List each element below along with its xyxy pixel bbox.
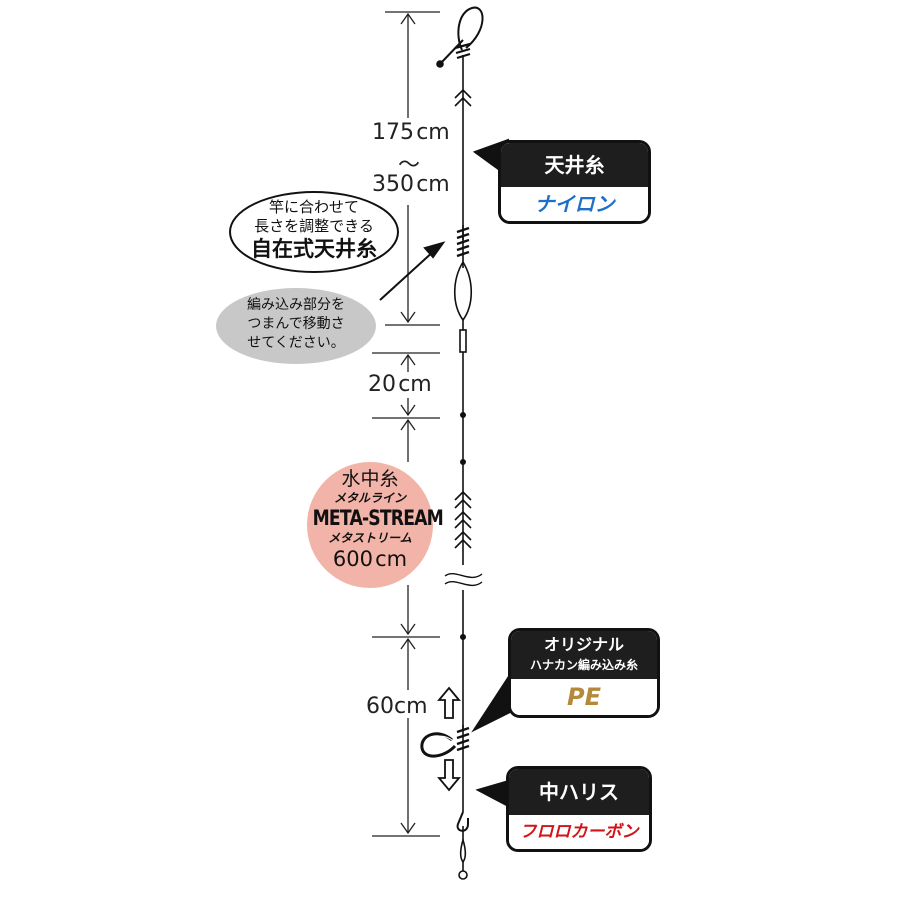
label-original-top1: オリジナル [543, 635, 624, 654]
main-line [420, 6, 484, 880]
adjustable-line3: 自在式天井糸 [251, 237, 377, 261]
underwater-block: 水中糸 メタルライン META-STREAM メタストリーム 600 cm [300, 468, 444, 572]
label-tenjo-top: 天井糸 [501, 143, 648, 187]
dim-sep: ～ [398, 153, 421, 178]
adjustable-line2: 長さを調整できる [254, 217, 374, 235]
adjustable-callout: 竿に合わせて 長さを調整できる 自在式天井糸 [244, 198, 384, 262]
label-original-top2: ハナカン編み込み糸 [529, 658, 638, 672]
adjustable-bubble [229, 191, 399, 273]
label-original-bottom: PE [511, 679, 657, 715]
label-nakaharisu: 中ハリス フロロカーボン [506, 766, 652, 852]
label-nakaharisu-top: 中ハリス [509, 769, 649, 815]
dim-max: 350 cm [372, 172, 450, 197]
dim-min: 175 cm [372, 120, 450, 145]
label-tenjo-bottom: ナイロン [501, 187, 648, 221]
underwater-reading: メタストリーム [328, 531, 412, 545]
label-tenjo: 天井糸 ナイロン [498, 140, 651, 224]
adjustable-line1: 竿に合わせて [268, 198, 359, 216]
instruction-line2: つまんで移動さ [247, 316, 345, 332]
move-arrows [437, 686, 461, 792]
dim-gap: 20 cm [368, 372, 432, 397]
label-nakaharisu-bottom: フロロカーボン [509, 815, 649, 849]
label-original-top: オリジナル ハナカン編み込み糸 [511, 631, 657, 679]
underwater-subtitle: メタルライン [333, 491, 406, 505]
dim-underwater: 600 cm [332, 547, 408, 571]
dimension-lines [372, 11, 440, 837]
instruction-line1: 編み込み部分を [247, 297, 345, 313]
dim-branch: 60cm [366, 694, 428, 719]
label-original: オリジナル ハナカン編み込み糸 PE [508, 628, 660, 718]
callout-pointers [379, 138, 513, 810]
instruction-callout: 編み込み部分を つまんで移動さ せてください。 [226, 296, 366, 353]
instruction-line3: せてください。 [247, 335, 345, 351]
underwater-title: 水中糸 [341, 468, 399, 490]
underwater-brand: META-STREAM [312, 506, 444, 530]
instruction-bubble [216, 288, 376, 364]
underwater-circle [307, 462, 433, 588]
